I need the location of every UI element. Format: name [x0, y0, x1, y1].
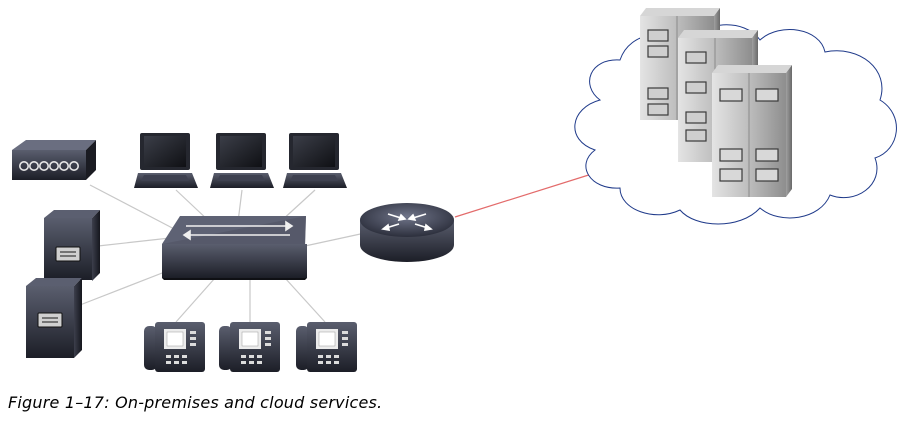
ip-phone-icon	[296, 322, 357, 372]
server-icon	[44, 210, 100, 281]
server-icon	[26, 278, 82, 358]
link-server1-switch	[97, 237, 171, 247]
switch-icon	[162, 216, 307, 280]
ip-phone-icon	[144, 322, 205, 372]
link-phone3-switch	[284, 277, 326, 323]
laptop-icon	[210, 133, 274, 188]
laptop-icon	[134, 133, 198, 188]
router-icon	[360, 203, 454, 262]
figure-caption: Figure 1–17: On-premises and cloud servi…	[8, 393, 383, 412]
laptop-icon	[283, 133, 347, 188]
modem-icon	[12, 140, 96, 180]
link-phone1-switch	[175, 277, 216, 323]
links	[79, 184, 366, 323]
link-router-cloud	[454, 172, 596, 218]
link-switch-router	[304, 232, 366, 247]
link-modem-switch	[89, 184, 181, 233]
rack-server-icon	[712, 65, 792, 197]
ip-phone-icon	[219, 322, 280, 372]
link-server2-switch	[79, 267, 176, 306]
